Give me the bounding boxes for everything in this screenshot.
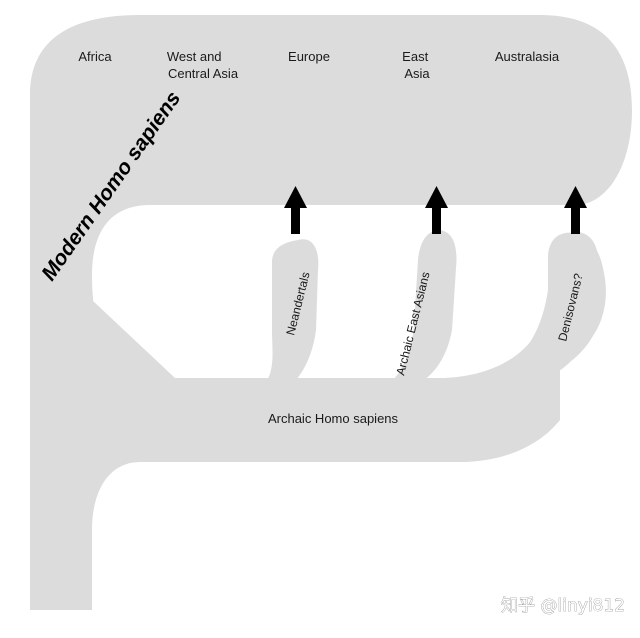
archaic-homo-sapiens-band <box>92 232 605 392</box>
region-europe: Europe <box>288 49 330 64</box>
arrow-up-icon-europe <box>284 186 307 234</box>
region-east-asia: East Asia <box>402 49 432 81</box>
region-australasia: Australasia <box>495 49 560 64</box>
modern-homo-sapiens-band <box>30 15 632 610</box>
region-africa: Africa <box>78 49 112 64</box>
arrow-up-icon-east-asia <box>425 186 448 234</box>
archaic-homo-sapiens-label: Archaic Homo sapiens <box>268 411 399 426</box>
neandertals-branch <box>262 239 319 388</box>
denisovans-branch <box>495 232 599 388</box>
archaic-east-asians-branch <box>385 230 457 388</box>
arrow-up-icon-australasia <box>564 186 587 234</box>
region-west-central-asia: West and Central Asia <box>167 49 239 81</box>
archaic-base-band <box>92 290 560 510</box>
watermark-text: 知乎 @linyi812 <box>501 596 625 616</box>
